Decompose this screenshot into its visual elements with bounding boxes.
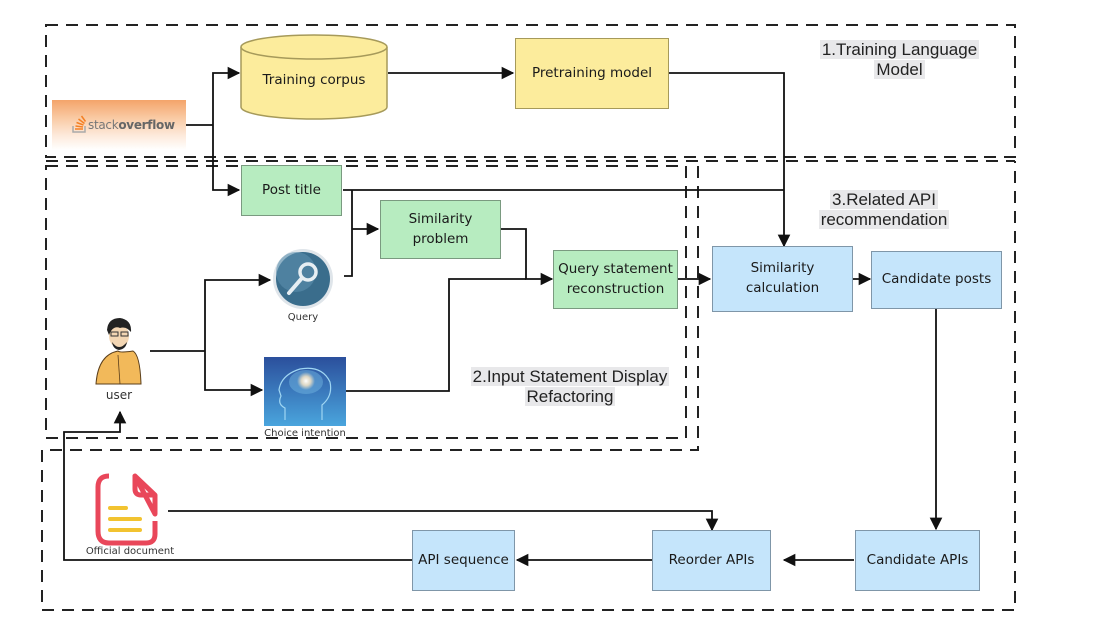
candidate-posts-label: Candidate posts — [881, 271, 992, 288]
logo-prefix: stack — [88, 118, 119, 132]
section-title-related: 3.Related API recommendation — [805, 190, 963, 231]
connector — [168, 510, 719, 532]
intention-icon-label: Choice intention — [264, 428, 346, 439]
pretraining-model-label: Pretraining model — [531, 64, 653, 81]
connector — [63, 410, 412, 561]
post-title-label: Post title — [262, 181, 321, 198]
pretraining-model-node: Pretraining model — [515, 38, 669, 109]
connector — [204, 351, 264, 397]
section-title-training: 1.Training Language Model — [812, 40, 987, 81]
stackoverflow-logo: stackoverflow — [52, 100, 186, 150]
stackoverflow-icon — [72, 115, 87, 133]
training-corpus-node: Training corpus — [241, 56, 387, 106]
connector — [212, 66, 241, 125]
section-title-training-line1: 1.Training Language — [819, 40, 980, 59]
user-icon-label: user — [105, 388, 133, 402]
connector — [500, 228, 554, 286]
frame-related — [41, 161, 1016, 611]
logo-suffix: overflow — [118, 118, 175, 132]
document-icon — [95, 473, 158, 546]
magnifier-icon — [273, 249, 333, 309]
connector — [346, 278, 526, 392]
stackoverflow-wordmark: stackoverflow — [88, 118, 175, 132]
frame-training — [45, 24, 1016, 158]
connector — [344, 190, 353, 277]
section-title-input: 2.Input Statement Display Refactoring — [455, 367, 685, 408]
api-sequence-label: API sequence — [418, 551, 509, 568]
section-title-input-line1: 2.Input Statement Display — [470, 367, 670, 386]
frame-input — [45, 165, 687, 439]
training-corpus-cylinder — [240, 34, 388, 120]
section-title-input-line2: Refactoring — [524, 387, 616, 407]
section-title-training-line2: Model — [874, 60, 925, 80]
query-icon-label: Query — [287, 312, 319, 323]
section-frames — [41, 24, 1016, 611]
candidate-apis-label: Candidate APIs — [866, 551, 969, 568]
section-title-related-line2: recommendation — [818, 210, 950, 230]
connector — [204, 273, 272, 351]
brain-icon — [264, 357, 346, 426]
reorder-apis-node: Reorder APIs — [652, 530, 771, 591]
api-sequence-node: API sequence — [412, 530, 515, 591]
reorder-apis-label: Reorder APIs — [668, 551, 755, 568]
connector — [212, 125, 241, 197]
section-title-related-line1: 3.Related API — [830, 190, 938, 209]
post-title-node: Post title — [241, 165, 342, 216]
document-icon-label: Official document — [85, 546, 175, 557]
training-corpus-label: Training corpus — [262, 72, 366, 89]
candidate-apis-node: Candidate APIs — [855, 530, 980, 591]
user-person-icon — [95, 318, 142, 385]
connector — [669, 72, 791, 248]
candidate-posts-node: Candidate posts — [871, 251, 1002, 309]
